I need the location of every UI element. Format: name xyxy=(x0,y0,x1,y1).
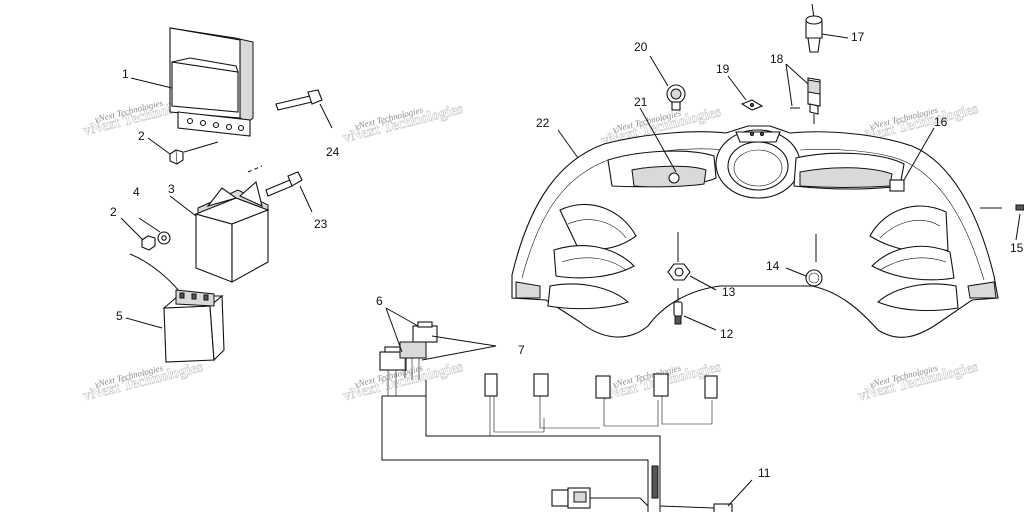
bolt-23-part xyxy=(247,165,303,197)
leader-line xyxy=(649,55,669,87)
callout-13: 13 xyxy=(722,285,736,299)
module-5-part xyxy=(162,289,225,363)
leader-line xyxy=(785,63,809,85)
wiring-harness xyxy=(379,321,733,512)
callout-3: 3 xyxy=(168,182,175,196)
leader-line xyxy=(785,267,807,277)
callout-5: 5 xyxy=(116,309,123,323)
leader-line xyxy=(169,195,197,217)
callout-21: 21 xyxy=(634,95,648,109)
callout-20: 20 xyxy=(634,40,648,54)
callout-15: 15 xyxy=(1010,241,1024,255)
leader-line xyxy=(683,315,717,331)
leader-line xyxy=(1015,213,1021,241)
instrument-panel-part xyxy=(511,125,999,338)
leader-line xyxy=(385,307,403,353)
nut-part xyxy=(141,235,156,251)
leader-line xyxy=(299,185,313,213)
leader-line xyxy=(639,107,677,173)
bolt-24-part xyxy=(275,89,323,111)
leader-line xyxy=(785,63,793,107)
callout-18: 18 xyxy=(770,52,784,66)
callout-24: 24 xyxy=(326,145,340,159)
callout-4: 4 xyxy=(133,185,140,199)
regulator-part xyxy=(194,180,270,283)
nut-14-part xyxy=(805,234,823,287)
leader-line xyxy=(147,137,171,155)
cdi-module-part xyxy=(169,27,254,137)
callout-11: 11 xyxy=(758,466,771,480)
leader-line xyxy=(727,479,753,507)
socket-18-part xyxy=(790,77,821,124)
callout-23: 23 xyxy=(314,217,328,231)
bulb-17-part xyxy=(805,3,823,53)
callout-22: 22 xyxy=(536,116,550,130)
callout-labels: 1 2 4 3 2 5 24 23 6 7 11 12 13 14 15 16 … xyxy=(110,30,1024,480)
leader-line xyxy=(138,217,161,233)
screw-15-part xyxy=(980,204,1024,211)
callout-12: 12 xyxy=(720,327,734,341)
leader-line xyxy=(183,141,219,153)
knob-20-part xyxy=(666,84,686,111)
nut-part xyxy=(169,149,184,165)
grommet-13-part xyxy=(667,232,691,281)
callout-6: 6 xyxy=(376,294,383,308)
leader-line xyxy=(130,77,173,89)
leader-line xyxy=(903,127,935,181)
leader-line xyxy=(431,335,497,347)
callout-14: 14 xyxy=(766,259,780,273)
leader-line xyxy=(319,103,333,129)
callout-16: 16 xyxy=(934,115,948,129)
leader-line xyxy=(727,75,747,101)
callout-7: 7 xyxy=(518,343,525,357)
leader-line xyxy=(120,217,144,241)
leader-line xyxy=(689,275,717,291)
callout-2: 2 xyxy=(110,205,117,219)
callout-1: 1 xyxy=(122,67,129,81)
callout-17: 17 xyxy=(851,30,865,44)
leader-line xyxy=(385,307,419,327)
leader-line xyxy=(557,129,579,159)
leader-line xyxy=(821,33,849,39)
plug-12-part xyxy=(673,288,683,325)
leader-line xyxy=(421,345,497,361)
callout-19: 19 xyxy=(716,62,730,76)
washer-part xyxy=(157,231,171,245)
bracket-19-part xyxy=(740,99,764,111)
leader-line xyxy=(125,317,163,329)
callout-2: 2 xyxy=(138,129,145,143)
